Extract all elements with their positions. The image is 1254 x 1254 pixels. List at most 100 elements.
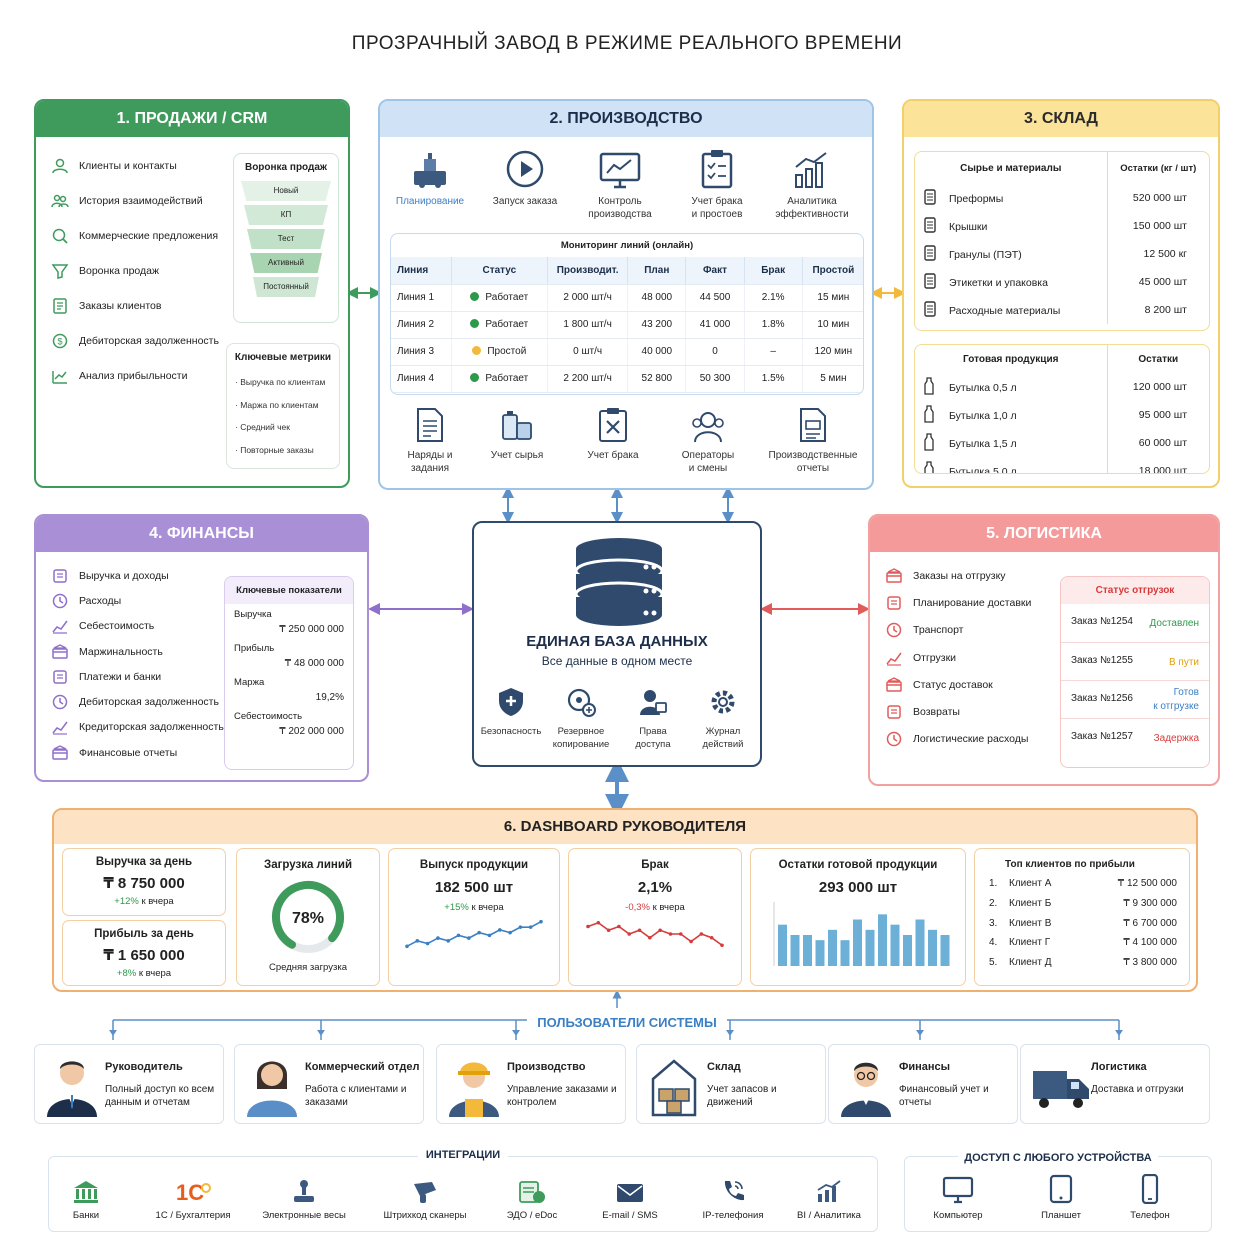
user-role-desc: Учет запасов и движений bbox=[707, 1084, 777, 1108]
order-status: В пути bbox=[1168, 657, 1199, 668]
database-feature[interactable]: Права доступа bbox=[618, 685, 688, 751]
integration-item[interactable]: Электронные весы bbox=[249, 1174, 359, 1221]
sales-item[interactable]: $Дебиторская задолженность bbox=[50, 323, 219, 358]
monitor-cell: 1.8% bbox=[744, 311, 803, 339]
revenue-icon bbox=[50, 566, 70, 586]
sales-item[interactable]: Воронка продаж bbox=[50, 253, 219, 288]
finance-kpi-value: 19,2% bbox=[315, 692, 344, 703]
production-module[interactable]: Операторы и смены bbox=[658, 405, 758, 475]
production-module[interactable]: Наряды и задания bbox=[380, 405, 480, 475]
finance-kpi-label: Маржа bbox=[234, 677, 265, 688]
sales-item[interactable]: Клиенты и контакты bbox=[50, 148, 219, 183]
integration-item[interactable]: IP-телефония bbox=[678, 1174, 788, 1221]
finance-item[interactable]: Расходы bbox=[50, 588, 224, 613]
database-feature[interactable]: Резервное копирование bbox=[546, 685, 616, 751]
history-icon bbox=[50, 191, 70, 211]
finance-item[interactable]: Финансовые отчеты bbox=[50, 740, 224, 765]
top-client-row[interactable]: 5.Клиент Д₸ 3 800 000 bbox=[975, 957, 1189, 977]
preform-icon bbox=[923, 188, 939, 208]
margin-icon-svg bbox=[52, 643, 68, 659]
sales-item[interactable]: Коммерческие предложения bbox=[50, 218, 219, 253]
production-tool[interactable]: Контроль производства bbox=[570, 147, 670, 221]
device-item[interactable]: Планшет bbox=[1006, 1172, 1116, 1221]
phone-icon bbox=[678, 1174, 788, 1204]
top-client-row[interactable]: 3.Клиент В₸ 6 700 000 bbox=[975, 918, 1189, 938]
finance-item[interactable]: Себестоимость bbox=[50, 614, 224, 639]
receivables-icon bbox=[50, 692, 70, 712]
database-feature[interactable]: Безопасность bbox=[476, 685, 546, 738]
production-module[interactable]: Учет брака bbox=[563, 405, 663, 462]
status-label: Работает bbox=[485, 373, 529, 384]
sales-item[interactable]: Анализ прибыльности bbox=[50, 358, 219, 393]
production-tool[interactable]: Учет брака и простоев bbox=[667, 147, 767, 221]
funnel-icon bbox=[50, 261, 70, 281]
production-tool[interactable]: Планирование bbox=[380, 147, 480, 208]
integration-item[interactable]: Банки bbox=[31, 1174, 141, 1221]
sparkline-point bbox=[539, 919, 543, 924]
production-module[interactable]: Производственные отчеты bbox=[753, 405, 872, 475]
integration-item[interactable]: E-mail / SMS bbox=[575, 1174, 685, 1221]
sparkline-point bbox=[425, 941, 430, 946]
finance-kpi-value: ₸ 48 000 000 bbox=[284, 658, 344, 669]
database-feature[interactable]: Журнал действий bbox=[688, 685, 758, 751]
device-item[interactable]: Компьютер bbox=[903, 1172, 1013, 1221]
production-tool[interactable]: Запуск заказа bbox=[475, 147, 575, 208]
cost-icon bbox=[50, 616, 70, 636]
logistics-item[interactable]: Логистические расходы bbox=[884, 726, 1031, 753]
raw-row[interactable]: Гранулы (ПЭТ)12 500 кг bbox=[915, 240, 1209, 268]
database-feature-label: Безопасность bbox=[480, 726, 542, 737]
finance-item[interactable]: Выручка и доходы bbox=[50, 563, 224, 588]
integration-item[interactable]: ЭДО / eDoc bbox=[477, 1174, 587, 1221]
integration-item[interactable]: BI / Аналитика bbox=[774, 1174, 884, 1221]
monitor-col-header: Простой bbox=[802, 257, 863, 285]
top-client-row[interactable]: 4.Клиент Г₸ 4 100 000 bbox=[975, 937, 1189, 957]
production-tool[interactable]: Аналитика эффективности bbox=[762, 147, 862, 221]
finance-item[interactable]: Дебиторская задолженность bbox=[50, 689, 224, 714]
status-dot bbox=[470, 319, 480, 328]
integration-label: BI / Аналитика bbox=[797, 1210, 861, 1221]
top-client-row[interactable]: 2.Клиент Б₸ 9 300 000 bbox=[975, 898, 1189, 918]
sales-item[interactable]: Заказы клиентов bbox=[50, 288, 219, 323]
device-item[interactable]: Телефон bbox=[1095, 1172, 1205, 1221]
production-module-label: Наряды и задания bbox=[407, 450, 453, 474]
sales-item[interactable]: История взаимодействий bbox=[50, 183, 219, 218]
production-module[interactable]: Учет сырья bbox=[467, 405, 567, 462]
logistics-item[interactable]: Статус доставок bbox=[884, 671, 1031, 698]
logistics-item[interactable]: Возвраты bbox=[884, 698, 1031, 725]
integration-item[interactable]: Штрихкод сканеры bbox=[370, 1174, 480, 1221]
finance-item[interactable]: Маржинальность bbox=[50, 639, 224, 664]
finance-item[interactable]: Платежи и банки bbox=[50, 664, 224, 689]
finance-item[interactable]: Кредиторская задолженность bbox=[50, 715, 224, 740]
logistics-item[interactable]: Планирование доставки bbox=[884, 589, 1031, 616]
gauge-value: 78% bbox=[292, 910, 324, 927]
logistics-item[interactable]: Отгрузки bbox=[884, 644, 1031, 671]
logistics-item[interactable]: Транспорт bbox=[884, 617, 1031, 644]
devices-header: ДОСТУП С ЛЮБОГО УСТРОЙСТВА bbox=[904, 1152, 1212, 1164]
logistics-item[interactable]: Заказы на отгрузку bbox=[884, 562, 1031, 589]
top-client-row[interactable]: 1.Клиент А₸ 12 500 000 bbox=[975, 878, 1189, 898]
